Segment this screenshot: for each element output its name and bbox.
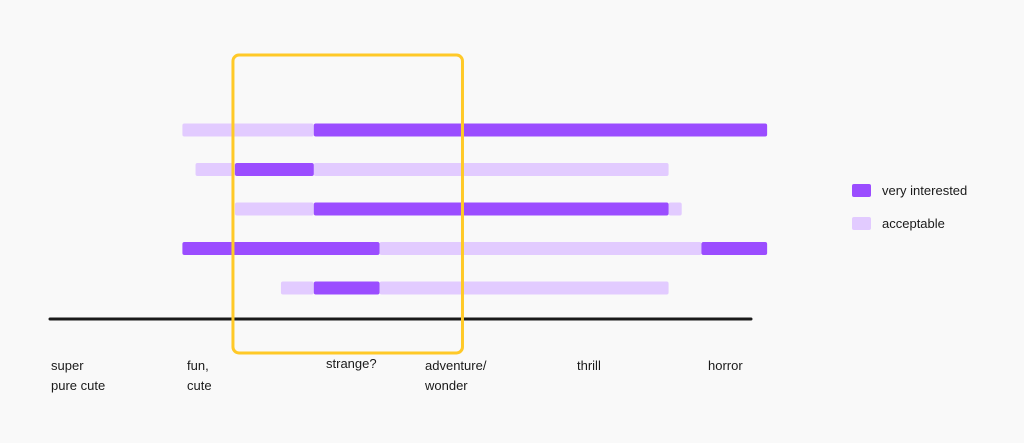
x-tick-label: adventure/ wonder [425, 358, 487, 393]
legend-swatch-very-interested [852, 183, 871, 197]
x-tick-label: fun, cute [187, 358, 212, 393]
bar-row-1-very-interested [313, 123, 768, 137]
legend-swatch-acceptable [852, 216, 871, 230]
legend-label: very interested [882, 182, 968, 198]
bar-row-5-acceptable [280, 281, 314, 295]
legend-item-acceptable: acceptable [852, 213, 967, 233]
legend: very interested acceptable [852, 180, 967, 246]
bar-row-4-very-interested [182, 242, 380, 255]
bar-row-3-acceptable [234, 202, 314, 216]
x-tick-label: thrill [577, 358, 601, 373]
bar-row-2-acceptable [195, 163, 235, 176]
x-tick-label: strange? [326, 356, 377, 371]
bar-row-4-acceptable [379, 242, 702, 255]
bar-row-3-very-interested [313, 202, 669, 216]
bar-row-1-acceptable [182, 123, 314, 137]
legend-label: acceptable [882, 215, 945, 231]
x-tick-label: super pure cute [51, 358, 106, 393]
bar-row-3-acceptable [668, 202, 682, 216]
bar-row-5-acceptable [379, 281, 669, 295]
x-tick-label: horror [708, 358, 743, 373]
legend-item-very-interested: very interested [852, 180, 967, 200]
bar-row-5-very-interested [313, 281, 380, 295]
bar-row-4-very-interested [701, 242, 768, 255]
bar-row-2-very-interested [234, 163, 314, 176]
bar-row-2-acceptable [313, 163, 669, 176]
highlight-box [231, 53, 464, 355]
